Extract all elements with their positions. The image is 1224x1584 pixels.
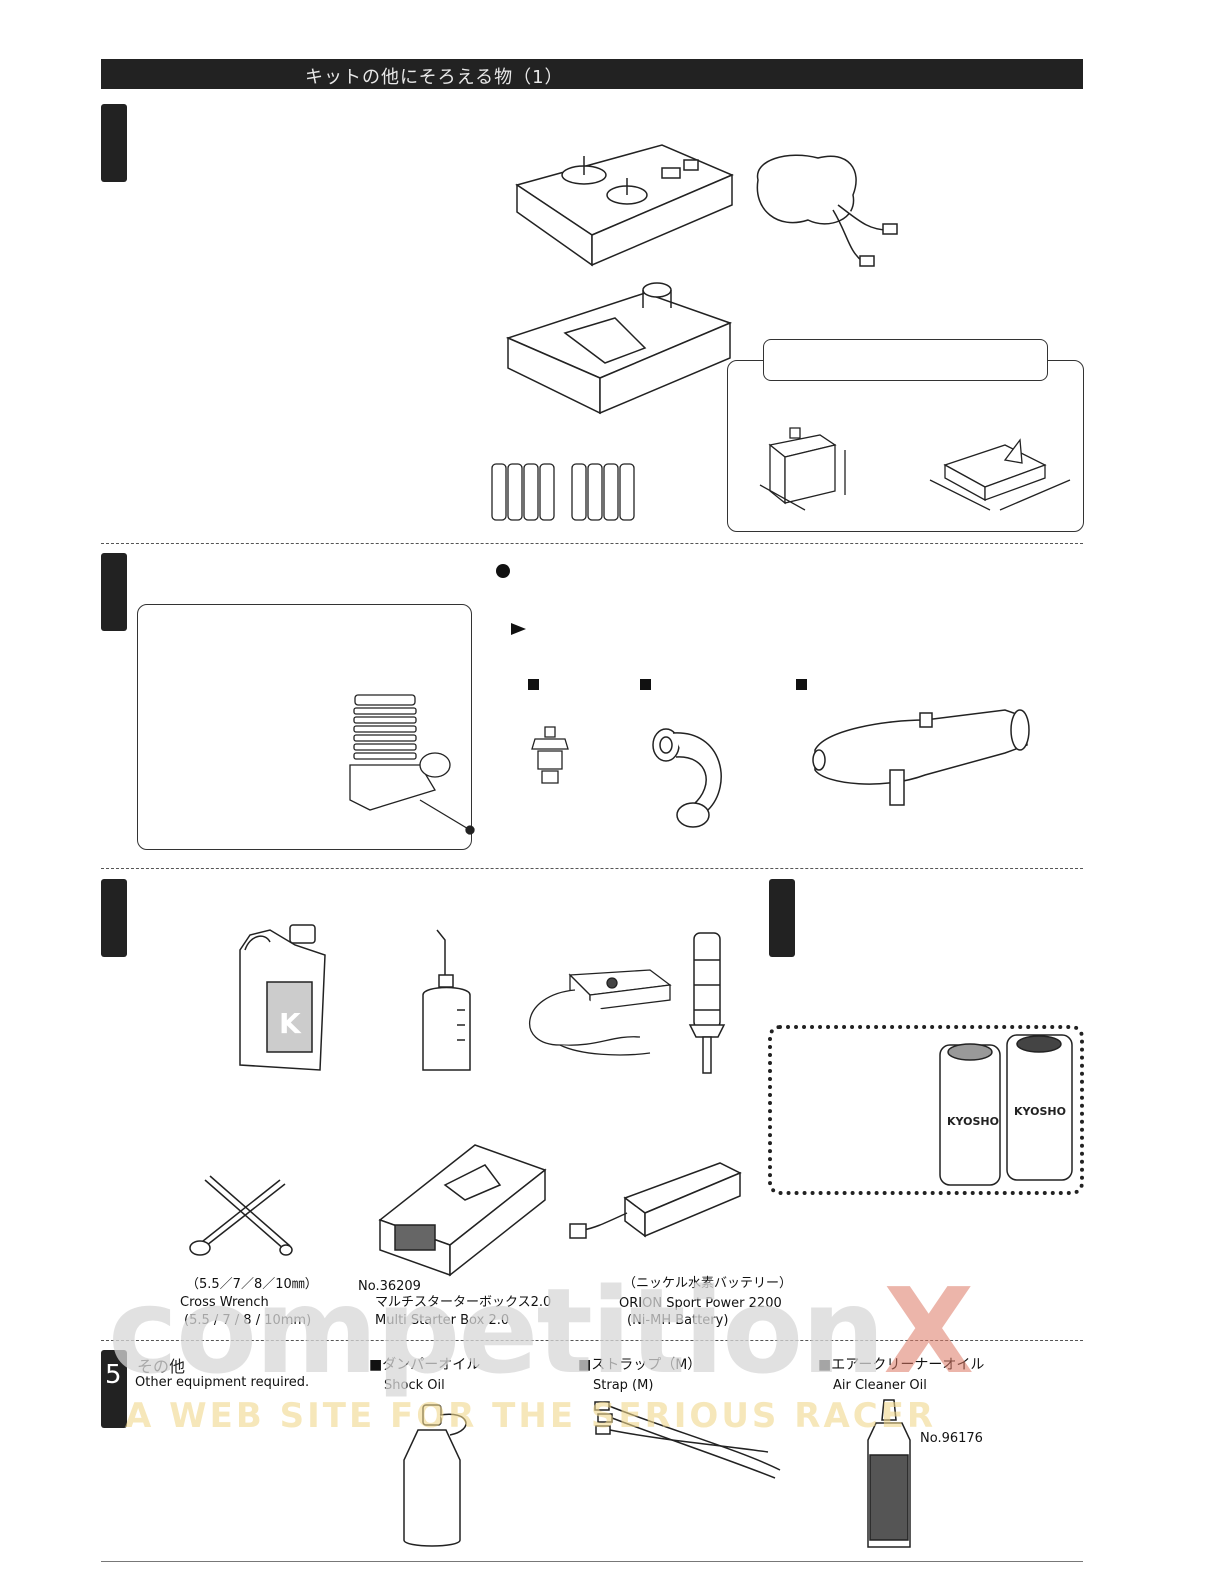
- section-tab-4: [769, 879, 795, 957]
- cross-wrench-size-label: (5.5 / 7 / 8 / 10mm): [184, 1313, 312, 1328]
- air-cleaner-oil-jp-label: ■エアークリーナーオイル: [818, 1357, 985, 1373]
- watermark-x: X: [883, 1262, 974, 1400]
- svg-text:KYOSHO: KYOSHO: [947, 1115, 999, 1128]
- watermark-text: competition: [108, 1262, 885, 1400]
- battery-jp-label: （ニッケル水素バッテリー）: [623, 1276, 793, 1291]
- watermark-logo: competitionX: [108, 1272, 974, 1390]
- receiver-box-illustration: [505, 278, 735, 418]
- servo-illustration: [755, 425, 865, 515]
- triangle-arrow-icon: [511, 623, 526, 635]
- shock-oil-label: Shock Oil: [384, 1378, 445, 1393]
- strap-illustration: [590, 1400, 785, 1485]
- starter-box-jp-label: マルチスターターボックス2.0: [375, 1295, 552, 1310]
- receiver-illustration: [930, 425, 1075, 515]
- bottom-rule: [101, 1561, 1083, 1562]
- strap-jp-label: ■ストラップ（M）: [578, 1357, 702, 1373]
- watermark-tagline: A WEB SITE FOR THE SERIOUS RACER: [125, 1396, 937, 1436]
- square-bullet-icon: [640, 679, 651, 690]
- starter-box-label: Multi Starter Box 2.0: [375, 1313, 510, 1328]
- square-bullet-icon: [796, 679, 807, 690]
- strap-label: Strap (M): [593, 1378, 654, 1393]
- spray-cans-illustration: KYOSHO KYOSHO: [935, 1030, 1085, 1190]
- muffler-illustration: [805, 705, 1035, 810]
- section-divider: [101, 543, 1083, 544]
- section-divider: [101, 868, 1083, 869]
- battery-label: ORION Sport Power 2200: [619, 1296, 782, 1311]
- section-tab-3: [101, 879, 127, 957]
- section-divider: [101, 1340, 1083, 1341]
- battery-type-label: (Ni-MH Battery): [627, 1313, 729, 1328]
- fuel-jug-illustration: K: [235, 920, 330, 1075]
- svg-text:K: K: [279, 1007, 302, 1040]
- bullet-dot: [496, 564, 510, 578]
- air-cleaner-oil-label: Air Cleaner Oil: [833, 1378, 927, 1393]
- spray-paint-panel: [768, 1025, 1084, 1195]
- starter-box-illustration: [375, 1140, 550, 1280]
- air-cleaner-oil-number: No.96176: [920, 1431, 983, 1446]
- starter-box-number: No.36209: [358, 1279, 421, 1294]
- exhaust-manifold-illustration: [648, 725, 738, 845]
- transmitter-box-illustration: [512, 140, 737, 270]
- shock-oil-jp-label: ■ダンパーオイル: [369, 1357, 481, 1373]
- cross-wrench-label: Cross Wrench: [180, 1295, 269, 1310]
- section-tab-2: [101, 553, 127, 631]
- section5-title-en: Other equipment required.: [135, 1375, 310, 1390]
- square-bullet-icon: [528, 679, 539, 690]
- section5-title-jp: その他: [137, 1357, 186, 1376]
- glow-plug-illustration: [530, 725, 570, 787]
- glow-driver-charger-illustration: [520, 965, 680, 1065]
- engine-illustration: [340, 690, 475, 840]
- section-tab-1: [101, 104, 127, 182]
- battery-pack-illustration: [748, 150, 908, 275]
- cross-wrench-illustration: [180, 1170, 300, 1270]
- section-tab-5: 5: [101, 1350, 127, 1428]
- page-title: キットの他にそろえる物（1）: [305, 67, 564, 88]
- svg-text:KYOSHO: KYOSHO: [1014, 1105, 1066, 1118]
- servo-receiver-label-box: [763, 339, 1048, 381]
- section-number: 5: [105, 1360, 122, 1390]
- glow-plug-igniter-illustration: [688, 925, 728, 1080]
- ni-mh-battery-illustration: [565, 1158, 745, 1258]
- header-bar: [101, 59, 1083, 89]
- air-cleaner-oil-bottle-illustration: [862, 1395, 917, 1555]
- fuel-bottle-illustration: [415, 925, 480, 1075]
- shock-oil-bottle-illustration: [400, 1400, 475, 1550]
- aa-batteries-illustration: [490, 458, 640, 523]
- cross-wrench-jp-label: （5.5／7／8／10㎜）: [186, 1277, 318, 1292]
